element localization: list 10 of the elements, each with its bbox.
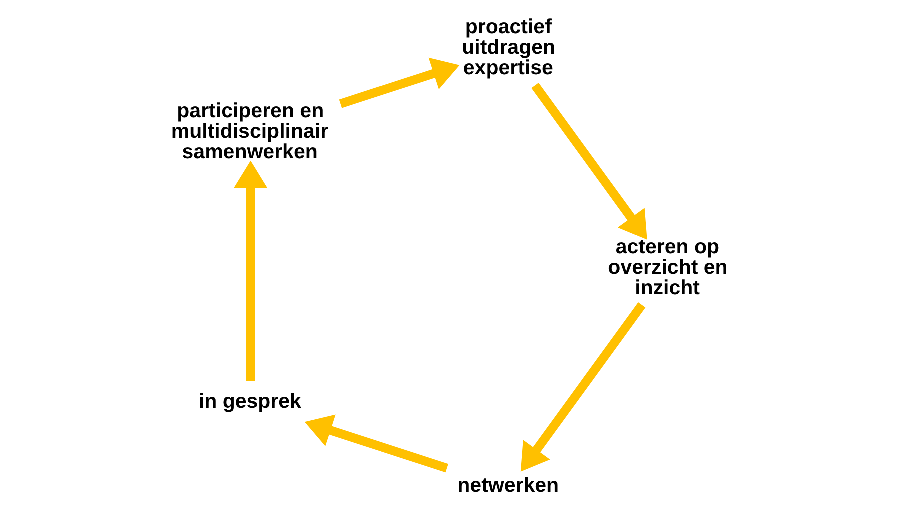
node-text: netwerken: [458, 474, 560, 498]
arrow: [304, 414, 448, 473]
arrow: [234, 160, 268, 382]
arrow: [532, 82, 648, 240]
node-text: proactief uitdragen expertise: [462, 16, 556, 80]
node-text: in gesprek: [198, 390, 302, 414]
arrow: [339, 58, 460, 108]
arrow: [520, 302, 646, 472]
node-text: participeren en multidisciplinair samenwerken: [171, 100, 329, 164]
node-text: acteren op overzicht en inzicht: [608, 235, 728, 300]
